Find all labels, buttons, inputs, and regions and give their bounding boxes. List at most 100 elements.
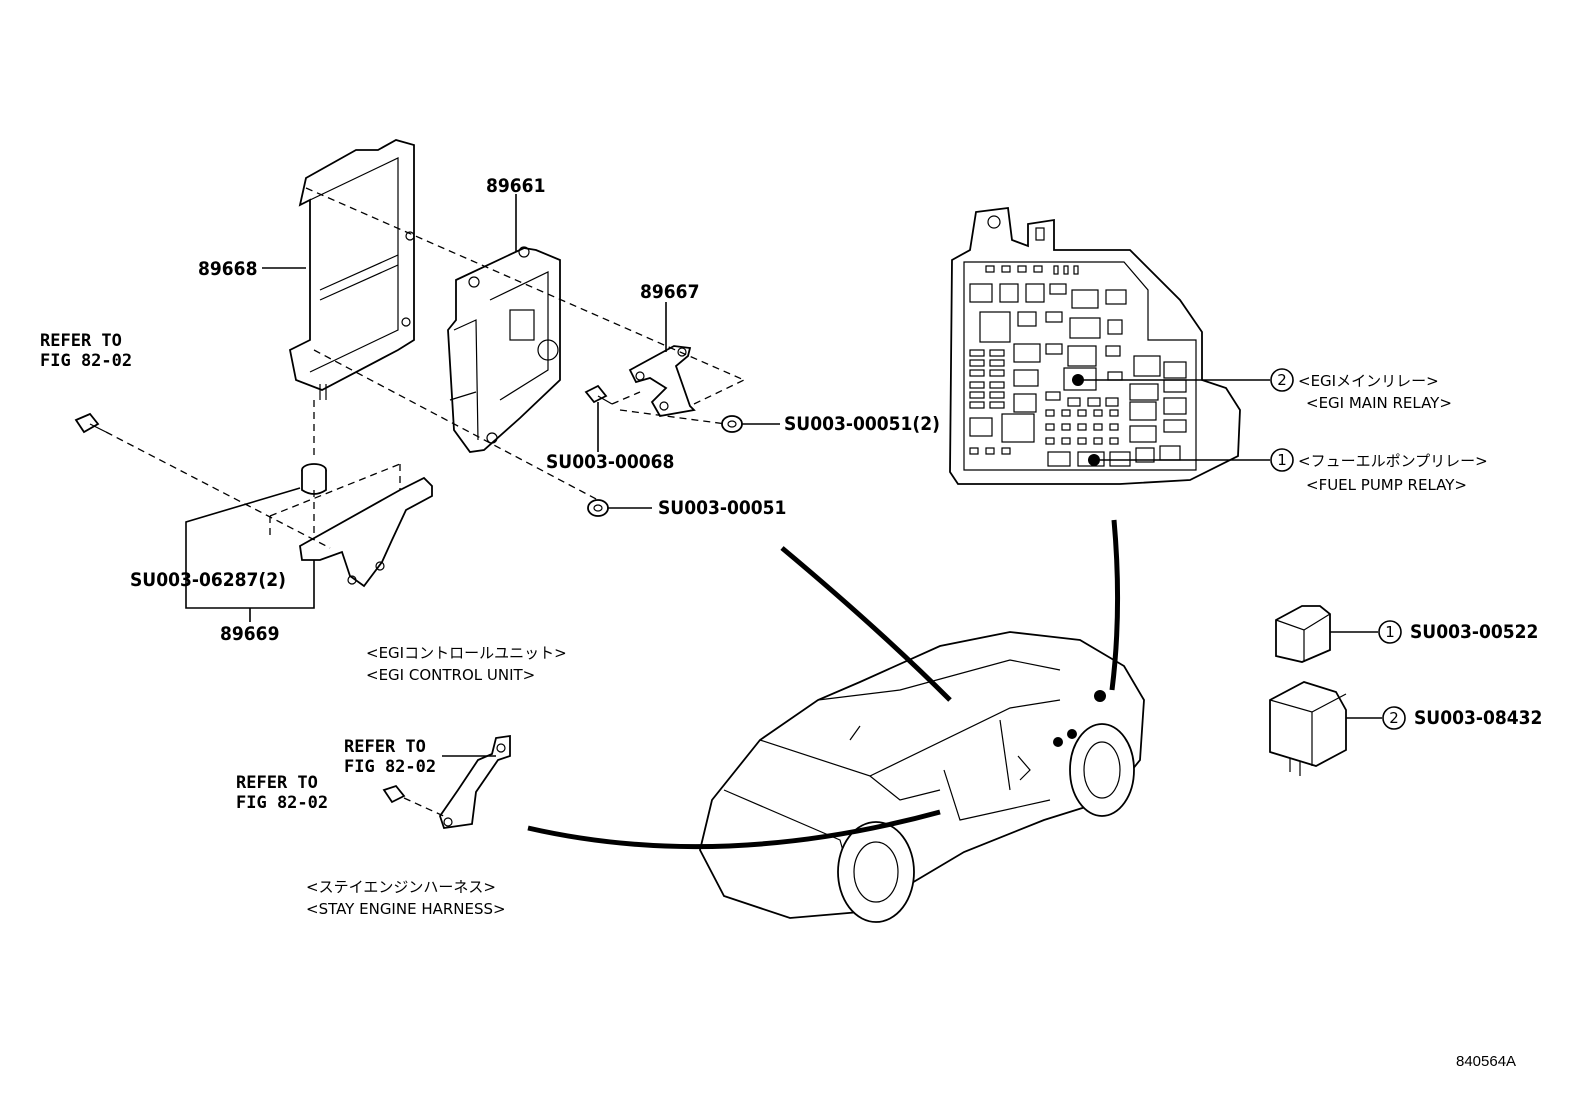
bolt-drawing [584,384,613,405]
relay-box-cell [1047,451,1071,467]
relay-box-cell [989,381,1005,389]
relay-box-cell [1109,409,1119,417]
relay-box-cell [1049,283,1067,295]
relay-box-cell [1129,401,1157,421]
relay-box-cell [1071,289,1099,309]
callout-2-part-num: 2 [1389,709,1399,727]
dashed-guides [105,187,745,549]
relay-box-cell [1033,265,1043,273]
caption-control-unit-jp: <EGIコントロールユニット> [366,644,567,662]
relay-box-cell [979,311,1011,343]
relay-box-cell [969,381,985,389]
callout-1-fuel-num: 1 [1277,451,1287,469]
caption-main-relay-en: <EGI MAIN RELAY> [1306,394,1452,412]
bracket-89669-drawing [299,463,433,588]
relay-box-cell [969,391,985,399]
pointer-curves [527,519,1121,850]
refer-stay-upper-line1: REFER TO [344,737,426,757]
relay-box-cell [1063,265,1069,275]
relay-box-cell [1093,423,1103,431]
relay-box-markers [1072,374,1270,466]
caption-fuel-relay-jp: <フューエルポンプリレー> [1298,452,1488,470]
refer-stay-left-line1: REFER TO [236,773,318,793]
caption-stay-en: <STAY ENGINE HARNESS> [306,900,506,918]
relay-box-cell [1045,311,1063,323]
refer-left-line1: REFER TO [40,331,122,351]
label-89661: 89661 [486,175,545,197]
leader-lines [185,194,780,622]
relay-box-cell [1013,369,1039,387]
relay-box-cells [969,265,1187,467]
relay-box-cell [1109,437,1119,445]
relay-box-cell [1129,383,1159,401]
relay-box-cell [1045,343,1063,355]
relay-box-cell [985,447,995,455]
relay-box-cell [1107,319,1123,335]
relay-box-cell [1045,437,1055,445]
relay-box-cell [1017,311,1037,327]
relay-box-cell [969,369,985,377]
relay-box-cell [1077,451,1105,467]
relay-box-cell [1077,437,1087,445]
relay-box-cell [969,417,993,437]
relay-box-cell [1087,397,1101,407]
car-drawing [699,631,1145,923]
relay-box-cell [989,401,1005,409]
relay-box-cell [1067,397,1081,407]
caption-fuel-relay-en: <FUEL PUMP RELAY> [1306,476,1467,494]
bracket-89668-drawing [288,139,415,400]
relay-1-drawing [1275,605,1378,663]
relay-box-cell [969,447,979,455]
relay-box-cell [1045,409,1055,417]
callout-circles [1270,368,1406,730]
label-su003-00522: SU003-00522 [1410,621,1538,643]
relay-box-cell [1001,447,1011,455]
relay-box-cell [1163,361,1187,379]
relay-box-cell [1013,343,1041,363]
label-89669: 89669 [220,623,279,645]
label-su003-06287-2: SU003-06287(2) [130,569,286,591]
refer-stay-upper-line2: FIG 82-02 [344,757,436,777]
relay-box-cell [1105,397,1119,407]
label-su003-08432: SU003-08432 [1414,707,1542,729]
relay-box-cell [969,349,985,357]
relay-box-cell [1025,283,1045,303]
callout-2-main-num: 2 [1277,371,1287,389]
relay-box-cell [989,349,1005,357]
screw-left-drawing [74,412,107,434]
relay-box-cell [1061,409,1071,417]
relay-box-cell [1093,437,1103,445]
relay-box-cell [1001,265,1011,273]
relay-box-cell [1045,391,1061,401]
label-89668: 89668 [198,258,257,280]
relay-box-cell [1163,419,1187,433]
relay-box-cell [1063,367,1097,391]
refer-stay-left-line2: FIG 82-02 [236,793,328,813]
figure-code: 840564A [1456,1053,1516,1070]
relay-box-cell [1017,265,1027,273]
relay-box-cell [1105,345,1121,357]
relay-box-cell [985,265,995,273]
relay-box-cell [1093,409,1103,417]
relay-2-drawing [1269,681,1382,776]
label-su003-00068: SU003-00068 [546,451,674,473]
relay-box-cell [989,369,1005,377]
relay-box-cell [1129,425,1157,443]
relay-box-cell [1045,423,1055,431]
control-unit-89661-drawing [447,246,561,453]
caption-control-unit-en: <EGI CONTROL UNIT> [366,666,535,684]
relay-box-cell [1061,423,1071,431]
relay-box-cell [1067,345,1097,367]
caption-main-relay-jp: <EGIメインリレー> [1298,372,1439,390]
relay-box-cell [1077,423,1087,431]
refer-left-line2: FIG 82-02 [40,351,132,371]
relay-box-cell [1109,423,1119,431]
relay-box-cell [989,391,1005,399]
relay-box-cell [1133,355,1161,377]
relay-box-cell [1073,265,1079,275]
relay-box-cell [1069,317,1101,339]
label-su003-00051-2: SU003-00051(2) [784,413,940,435]
relay-box-cell [1053,265,1059,275]
relay-box-cell [1163,397,1187,415]
